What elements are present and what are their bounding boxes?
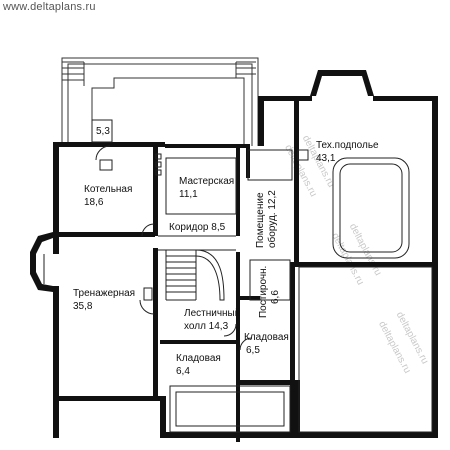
room-label-gym-line-2: 35,8 — [73, 301, 93, 312]
room-label-equipment: Помещение оборуд. 12,2 — [255, 190, 278, 248]
room-label-boiler-line-2: 18,6 — [84, 197, 104, 208]
room-label-pantry-right-line-2: 6,5 — [246, 345, 260, 356]
room-label-pantry-right-line-1: Кладовая — [244, 332, 289, 343]
room-label-equipment-line-1: Помещение — [255, 192, 266, 248]
room-label-workshop: Мастерская 11,1 — [179, 176, 237, 200]
room-label-stair-hall-line-1: Лестничный — [184, 308, 240, 319]
watermark-group: deltaplans.ru deltaplans.ru deltaplans.r… — [282, 134, 430, 376]
room-label-workshop-line-1: Мастерская — [179, 176, 234, 187]
site-label[interactable]: www.deltaplans.ru — [3, 1, 96, 13]
room-label-pantry-left-line-2: 6,4 — [176, 366, 190, 377]
room-label-laundry-line-2: 6,6 — [270, 290, 281, 304]
room-label-stair-hall: Лестничный холл 14,3 — [184, 308, 243, 332]
room-label-boiler: Котельная 18,6 — [84, 184, 135, 208]
room-label-pantry-left-line-1: Кладовая — [176, 353, 221, 364]
room-label-tech-basement-line-2: 43,1 — [316, 153, 336, 164]
room-label-tech-basement: Тех.подполье 43,1 — [316, 140, 381, 164]
walls — [30, 70, 438, 442]
room-label-tech-basement-line-1: Тех.подполье — [316, 140, 379, 151]
room-label-workshop-line-2: 11,1 — [179, 189, 198, 200]
room-label-corridor-line-1: Коридор 8,5 — [169, 222, 226, 233]
upper-outline — [61, 57, 259, 146]
room-label-boiler-line-1: Котельная — [84, 184, 132, 195]
room-label-laundry-line-1: Постирочн. — [258, 266, 269, 318]
room-label-equipment-line-2: оборуд. 12,2 — [266, 190, 278, 248]
room-label-laundry: Постирочн. 6,6 — [258, 263, 281, 318]
room-label-corridor: Коридор 8,5 — [169, 222, 226, 233]
room-label-storage-small: 5,3 — [96, 126, 110, 137]
room-labels: 5,3 Котельная 18,6 Мастерская 11,1 Корид… — [73, 126, 381, 377]
room-label-gym-line-1: Тренажерная — [73, 288, 135, 299]
room-label-stair-hall-line-2: холл 14,3 — [184, 321, 229, 332]
room-label-storage-small-line-1: 5,3 — [96, 126, 110, 137]
room-label-gym: Тренажерная 35,8 — [73, 288, 138, 312]
room-label-pantry-left: Кладовая 6,4 — [176, 353, 224, 377]
room-label-pantry-right: Кладовая 6,5 — [244, 332, 292, 356]
interior-lines — [43, 119, 433, 433]
